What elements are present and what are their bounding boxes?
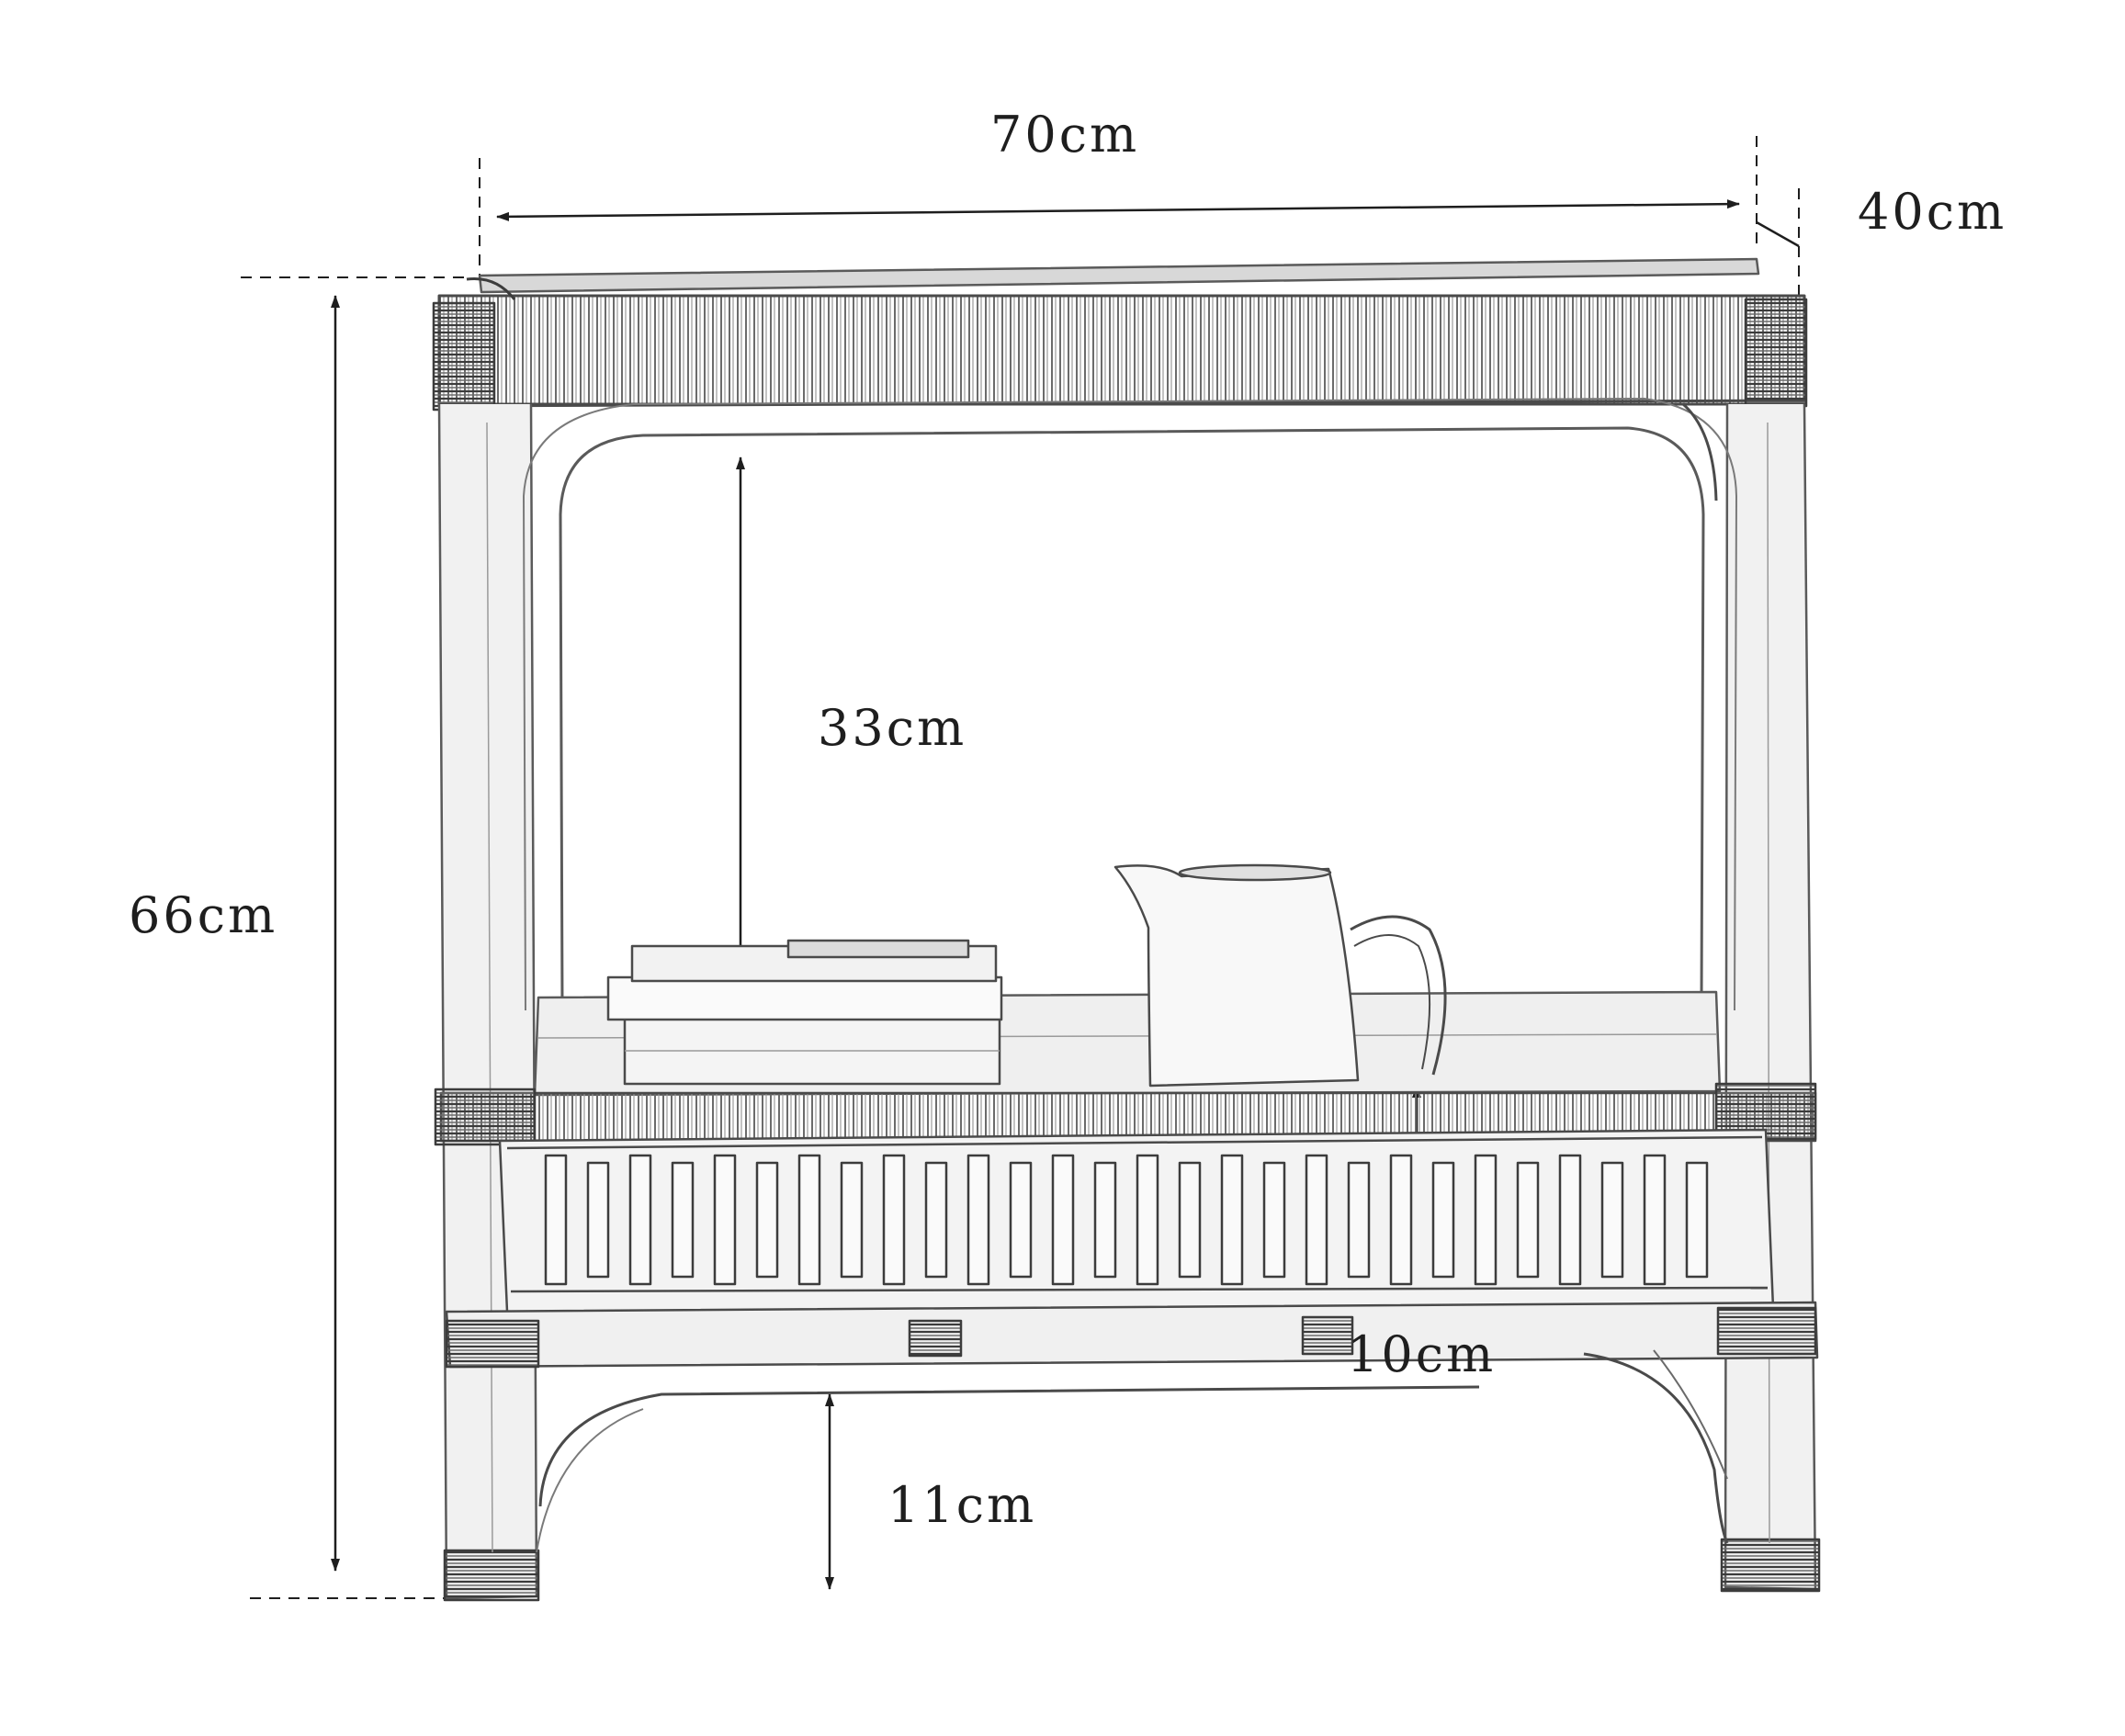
width-label: 70cm bbox=[990, 106, 1140, 163]
rail-slat bbox=[713, 1154, 737, 1286]
tabletop bbox=[432, 257, 1808, 411]
rail-slat bbox=[1558, 1154, 1582, 1286]
table-legs bbox=[437, 403, 1821, 1602]
rail-slat bbox=[1347, 1161, 1371, 1279]
rail-slat bbox=[1474, 1154, 1498, 1286]
rail-slat bbox=[586, 1161, 610, 1279]
depth-label: 40cm bbox=[1858, 183, 2007, 241]
rail-slat bbox=[840, 1161, 864, 1279]
rail-slats bbox=[544, 1154, 1709, 1286]
extension-lines bbox=[241, 136, 1800, 1599]
rail-slat bbox=[1431, 1161, 1455, 1279]
inner-frame bbox=[523, 398, 1737, 1011]
depth-tick bbox=[1756, 220, 1800, 248]
rail-slat bbox=[1600, 1161, 1624, 1279]
rail-slat bbox=[1262, 1161, 1286, 1279]
rail-slat bbox=[797, 1154, 821, 1286]
rail-slat bbox=[1009, 1161, 1033, 1279]
shelf-gap-label: 33cm bbox=[818, 699, 967, 757]
lower-apron bbox=[445, 1301, 1819, 1553]
rail-slat bbox=[1093, 1161, 1117, 1279]
rail-slat bbox=[966, 1154, 990, 1286]
width-arrow bbox=[496, 199, 1740, 221]
rail-slat bbox=[1305, 1154, 1328, 1286]
rail-slat bbox=[671, 1161, 695, 1279]
rail-slat bbox=[1136, 1154, 1159, 1286]
rail-slat bbox=[1389, 1154, 1413, 1286]
rail-slat bbox=[1516, 1161, 1540, 1279]
rail-slat bbox=[755, 1161, 779, 1279]
height-label: 66cm bbox=[129, 886, 278, 944]
dimension-arrows bbox=[331, 199, 1800, 1590]
floor-clearance-label: 11cm bbox=[887, 1476, 1037, 1534]
rail-slat bbox=[1685, 1161, 1709, 1279]
table-sketch bbox=[432, 257, 1821, 1602]
pitcher bbox=[1113, 863, 1447, 1088]
rail-slat bbox=[628, 1154, 652, 1286]
stacked-books bbox=[606, 939, 1003, 1086]
rail-height-label: 10cm bbox=[1347, 1325, 1497, 1383]
rail-slat bbox=[1178, 1161, 1202, 1279]
rail-slat bbox=[924, 1161, 948, 1279]
rail-slat bbox=[1220, 1154, 1244, 1286]
rail-slat bbox=[882, 1154, 906, 1286]
rail-slat bbox=[544, 1154, 568, 1286]
rail-slat bbox=[1051, 1154, 1075, 1286]
rail-slat bbox=[1643, 1154, 1667, 1286]
